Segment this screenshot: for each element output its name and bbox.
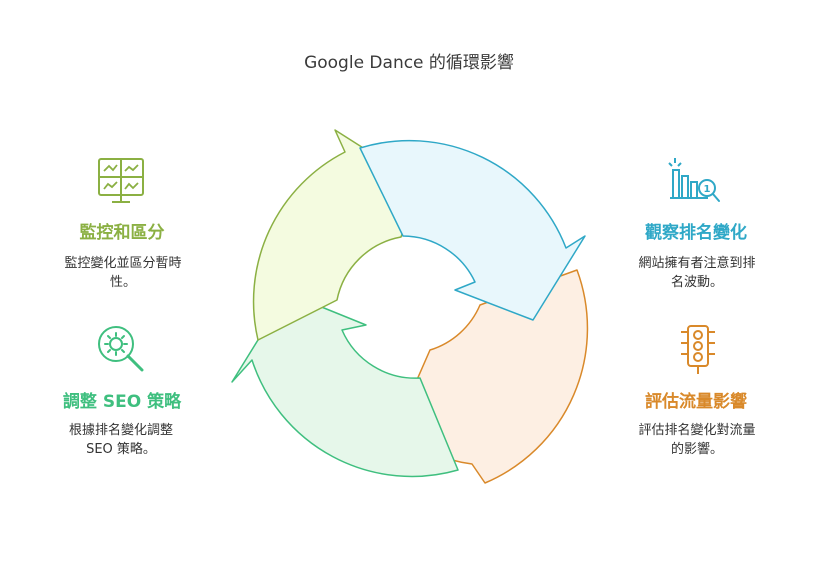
evaluate-desc-line1: 評估排名變化對流量	[638, 423, 756, 438]
evaluate-heading: 評估流量影響	[645, 392, 747, 412]
monitor-desc-line1: 監控變化並區分暫時	[64, 256, 182, 271]
monitor-heading: 監控和區分	[79, 223, 165, 243]
svg-text:1: 1	[704, 184, 711, 195]
cycle-arrow-teal	[359, 139, 586, 321]
evaluate-desc-line2: 的影響。	[670, 442, 723, 457]
monitor-grid-icon	[98, 158, 144, 203]
adjust-desc-line1: 根據排名變化調整	[68, 423, 173, 438]
cycle-arrow-mint	[231, 292, 459, 478]
observe-desc: 網站擁有者注意到排 名波動。	[622, 254, 772, 292]
adjust-desc: 根據排名變化調整 SEO 策略。	[46, 421, 196, 459]
adjust-heading: 調整 SEO 策略	[62, 392, 182, 412]
evaluate-desc: 評估排名變化對流量 的影響。	[622, 421, 772, 459]
ranking-chart-icon: 1	[668, 158, 720, 202]
cycle-arrow-orange	[394, 269, 589, 484]
traffic-light-icon	[681, 325, 715, 374]
monitor-desc: 監控變化並區分暫時 性。	[48, 254, 198, 292]
monitor-desc-line2: 性。	[109, 275, 136, 290]
observe-desc-line1: 網站擁有者注意到排	[638, 256, 756, 271]
observe-heading: 觀察排名變化	[645, 223, 747, 243]
gear-search-icon	[98, 326, 144, 372]
adjust-desc-line2: SEO 策略。	[86, 442, 156, 457]
page-title: Google Dance 的循環影響	[304, 53, 514, 73]
observe-desc-line2: 名波動。	[670, 275, 723, 290]
